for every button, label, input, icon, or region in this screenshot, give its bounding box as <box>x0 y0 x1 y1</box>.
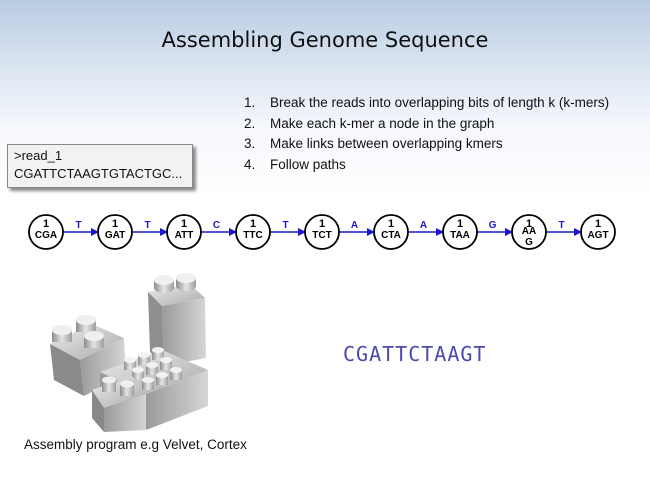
edge-label: G <box>489 220 497 231</box>
edge-label: T <box>144 220 150 231</box>
graph-node <box>166 214 202 250</box>
edge-label: A <box>420 220 427 231</box>
node-count: 1 <box>181 218 187 230</box>
read-box: >read_1 CGATTCTAAGTGTACTGC... <box>7 144 193 188</box>
edge-label: T <box>75 220 81 231</box>
step-text: Break the reads into overlapping bits of… <box>270 95 610 110</box>
edge-label: C <box>213 220 220 231</box>
node-count: 1 <box>250 218 256 230</box>
assembly-caption: Assembly program e.g Velvet, Cortex <box>24 437 247 452</box>
node-count: 1 <box>526 218 532 230</box>
node-kmer: TCT <box>312 230 331 241</box>
node-kmer: CGA <box>35 230 57 241</box>
graph-node <box>235 214 271 250</box>
node-count: 1 <box>319 218 325 230</box>
node-kmer: ATT <box>175 230 194 241</box>
node-kmer: TTC <box>243 230 262 241</box>
graph-node <box>442 214 478 250</box>
step-number: 4. <box>244 156 256 172</box>
lego-bricks-image <box>50 273 208 432</box>
node-kmer: TAA <box>450 230 470 241</box>
steps-list: 1. Break the reads into overlapping bits … <box>244 93 609 175</box>
edge-label: A <box>351 220 358 231</box>
read-sequence: CGATTCTAAGTGTACTGC... <box>14 166 183 181</box>
step-item: 3. Make links between overlapping kmers <box>244 134 609 155</box>
brick-studs <box>124 347 182 390</box>
node-count: 1 <box>112 218 118 230</box>
node-kmer: CTA <box>381 230 401 241</box>
node-count: 1 <box>43 218 49 230</box>
step-number: 2. <box>244 115 256 131</box>
step-text: Make each k-mer a node in the graph <box>270 115 495 131</box>
step-item: 4. Follow paths <box>244 155 609 176</box>
graph-node <box>511 214 547 250</box>
step-text: Follow paths <box>270 156 346 172</box>
node-count: 1 <box>457 218 463 230</box>
assembled-sequence: CGATTCTAAGT <box>343 342 487 366</box>
graph-node <box>304 214 340 250</box>
step-text: Make links between overlapping kmers <box>270 136 503 151</box>
step-number: 1. <box>244 95 256 110</box>
edge-label: T <box>558 220 564 231</box>
node-count: 1 <box>388 218 394 230</box>
step-item: 1. Break the reads into overlapping bits … <box>244 93 609 114</box>
node-count: 1 <box>595 218 601 230</box>
read-name: >read_1 <box>14 148 63 163</box>
step-item: 2. Make each k-mer a node in the graph <box>244 114 609 135</box>
node-kmer-tail: G <box>525 237 533 248</box>
node-kmer: AA <box>522 226 536 237</box>
step-number: 3. <box>244 136 256 151</box>
graph-node <box>97 214 133 250</box>
page-title: Assembling Genome Sequence <box>161 28 489 52</box>
graph-node <box>28 214 64 250</box>
node-kmer: GAT <box>105 230 125 241</box>
edge-label: T <box>282 220 288 231</box>
node-kmer: AGT <box>587 230 608 241</box>
graph-node <box>373 214 409 250</box>
graph-node <box>580 214 616 250</box>
